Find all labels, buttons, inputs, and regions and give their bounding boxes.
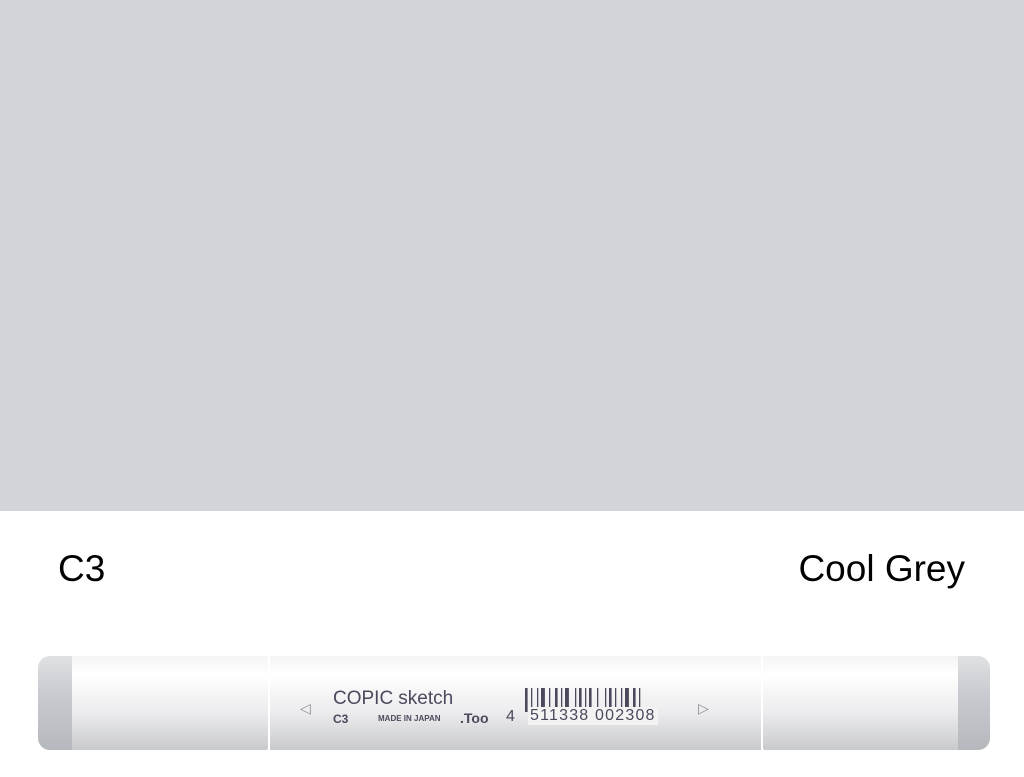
brand-logo: COPIC: [333, 688, 394, 709]
made-in: MADE IN JAPAN: [378, 714, 441, 723]
barcode-bar: [537, 688, 539, 712]
barcode-prefix: 4: [506, 708, 515, 725]
maker-logo: .Too: [460, 710, 489, 726]
marker-left-end: [38, 656, 72, 750]
barcode-bar: [605, 688, 607, 712]
barcode-bar: [633, 688, 636, 712]
barcode-bar: [585, 688, 587, 712]
barcode-bar: [575, 688, 577, 712]
marker-right-cap: [763, 656, 990, 750]
barcode: [525, 688, 641, 712]
barcode-bar: [525, 688, 528, 712]
barcode-bar: [625, 688, 629, 712]
barcode-bar: [549, 688, 551, 712]
barcode-bar: [589, 688, 592, 712]
marker-body: [270, 656, 761, 750]
barcode-bar: [555, 688, 558, 712]
color-name: Cool Grey: [798, 548, 965, 589]
barcode-bar: [597, 688, 599, 712]
barcode-bar: [541, 688, 545, 712]
arrow-left-icon: ◁: [300, 700, 311, 716]
color-code: C3: [58, 548, 106, 589]
marker-left-cap: [38, 656, 268, 750]
marker-code: C3: [333, 712, 349, 726]
barcode-digits: 511338 002308: [528, 707, 658, 725]
barcode-bar: [561, 688, 563, 712]
barcode-bar: [565, 688, 569, 712]
barcode-bar: [531, 688, 533, 712]
barcode-bar: [609, 688, 612, 712]
barcode-bar: [579, 688, 582, 712]
barcode-bar: [615, 688, 617, 712]
barcode-bar: [621, 688, 623, 712]
arrow-right-icon: ▷: [698, 700, 709, 716]
barcode-bar: [639, 688, 641, 712]
product-name: sketch: [398, 688, 454, 709]
color-swatch: [0, 0, 1024, 511]
marker-right-end: [958, 656, 990, 750]
